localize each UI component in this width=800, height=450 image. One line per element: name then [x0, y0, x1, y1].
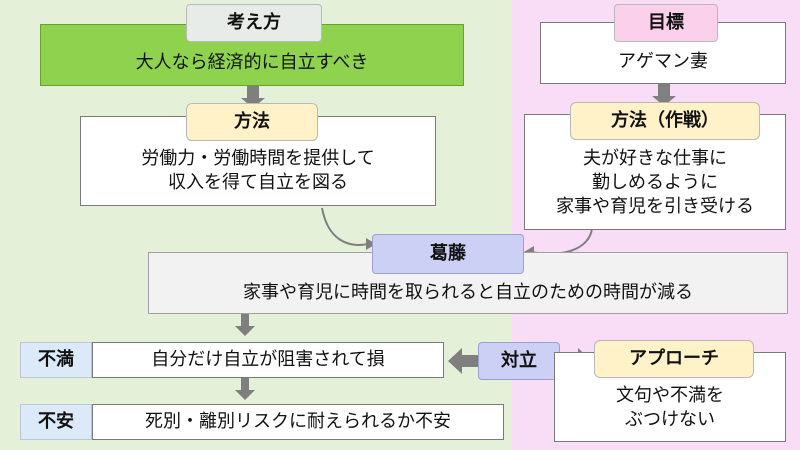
thought-text-box: 大人なら経済的に自立すべき [40, 24, 464, 86]
conflict-label: 葛藤 [430, 242, 466, 264]
strategy-label: 方法（作戦） [611, 109, 719, 131]
goal-label: 目標 [648, 11, 684, 33]
method-line-2: 収入を得て自立を図る [168, 172, 348, 193]
conflict-text: 家事や育児に時間を取られると自立のための時間が減る [243, 281, 693, 303]
thought-label-box: 考え方 [186, 4, 322, 42]
approach-label: アプローチ [629, 347, 719, 369]
opposition-label-box: 対立 [478, 342, 560, 380]
anxiety-label: 不安 [38, 410, 74, 432]
dissatisfaction-label-box: 不満 [20, 342, 92, 378]
approach-label-box: アプローチ [594, 340, 754, 378]
dissatisfaction-text: 自分だけ自立が阻害されて損 [151, 348, 385, 370]
strategy-line-2: 勤しめるように [592, 171, 718, 193]
arrow-conflict-to-dissatisfaction [235, 314, 255, 336]
curve-right-to-conflict [531, 227, 593, 255]
goal-label-box: 目標 [614, 4, 718, 42]
strategy-line-3: 家事や育児を引き受ける [556, 196, 754, 218]
strategy-line-1: 夫が好きな仕事に [583, 147, 727, 169]
thought-text: 大人なら経済的に自立すべき [135, 51, 369, 73]
dissatisfaction-text-box: 自分だけ自立が阻害されて損 [92, 342, 444, 378]
method-label: 方法 [234, 110, 270, 132]
thought-label: 考え方 [227, 11, 281, 33]
method-label-box: 方法 [186, 103, 318, 141]
arrow-thought-to-method [241, 84, 265, 108]
approach-line-1: 文句や不満を [616, 384, 724, 406]
method-line-1: 労働力・労働時間を提供して [141, 147, 375, 169]
strategy-label-box: 方法（作戦） [570, 102, 760, 140]
anxiety-text: 死別・離別リスクに耐えられるか不安 [145, 410, 451, 432]
approach-line-2: ぶつけない [625, 409, 715, 430]
goal-text: アゲマン妻 [618, 50, 708, 72]
curve-left-to-conflict [321, 207, 369, 246]
anxiety-label-box: 不安 [20, 404, 92, 440]
anxiety-text-box: 死別・離別リスクに耐えられるか不安 [92, 404, 504, 440]
conflict-label-box: 葛藤 [372, 234, 524, 274]
dissatisfaction-label: 不満 [38, 348, 74, 370]
arrow-dissatisfaction-to-anxiety [235, 378, 255, 400]
arrow-opposition-to-dissatisfaction [448, 348, 480, 374]
arrow-goal-to-strategy [652, 84, 676, 106]
opposition-label: 対立 [501, 349, 537, 371]
